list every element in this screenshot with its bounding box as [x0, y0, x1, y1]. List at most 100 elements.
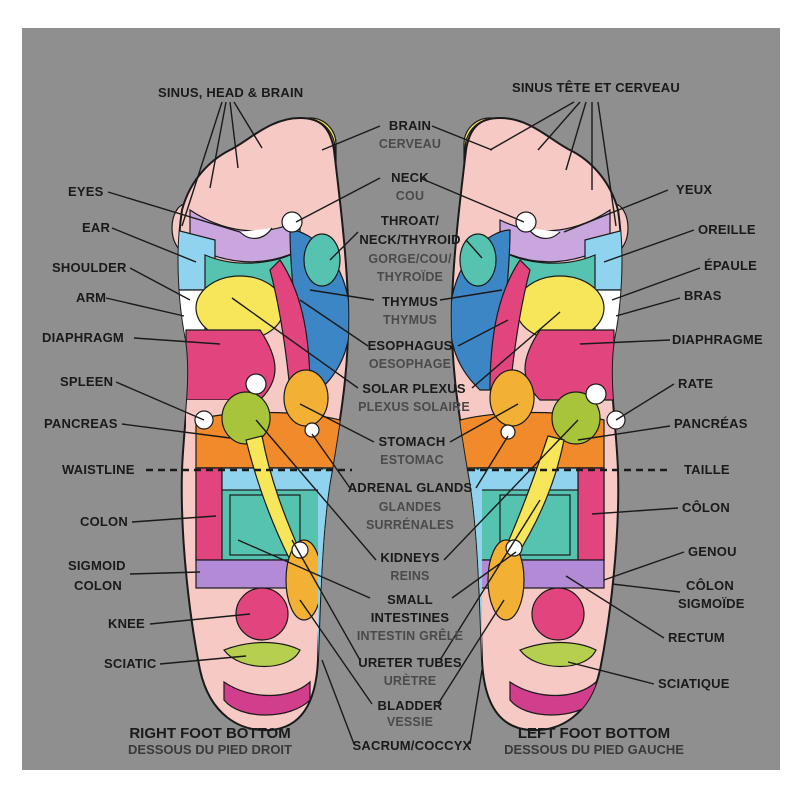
right-knee-zone [235, 587, 289, 641]
label-sinus-head-brain: SINUS, HEAD & BRAIN [158, 85, 303, 100]
label-thymus-fr: THYMUS [383, 313, 437, 327]
leader-stomach-l [449, 403, 519, 443]
leader-sinus-tete [489, 101, 617, 227]
left-foot-zones [451, 208, 622, 716]
leader-diaphragm [133, 337, 221, 345]
label-small: SMALL [387, 592, 433, 607]
label-neck-thyroid: NECK/THYROID [359, 232, 460, 247]
leader-sciatique [567, 661, 655, 685]
label-vessie: VESSIE [387, 715, 433, 729]
leader-ureter-r [291, 539, 361, 661]
right-eye-white [239, 227, 273, 239]
left-throat-zone [459, 233, 497, 287]
label-neck: NECK [391, 170, 429, 185]
left-adrenal-zone [551, 391, 601, 445]
right-colon-ascending [195, 467, 223, 561]
label-arm: ARM [76, 290, 106, 305]
label-uretre: URÈTRE [384, 673, 437, 688]
left-kidney-dot [500, 424, 516, 440]
leader-rectum [565, 575, 665, 639]
labels-right: SINUS TÊTE ET CERVEAU YEUX OREILLE ÉPAUL… [512, 80, 763, 691]
leader-shoulder [129, 267, 191, 301]
label-reins: REINS [390, 569, 429, 583]
leader-brain-l [431, 125, 493, 151]
leader-esophagus-r [299, 299, 369, 347]
left-sciatic-zone [519, 641, 597, 667]
right-neck-dot [281, 211, 303, 233]
leader-solar-plexus-r [231, 297, 359, 389]
label-knee: KNEE [108, 616, 145, 631]
label-pancreas: PANCREAS [44, 416, 118, 431]
label-esophagus: ESOPHAGUS [368, 338, 453, 353]
gray-panel [22, 28, 780, 770]
leader-neck-r [295, 177, 381, 223]
left-bladder-zone [487, 539, 525, 621]
label-intestin-grele: INTESTIN GRÊLE [357, 628, 463, 643]
label-rate: RATE [678, 376, 713, 391]
right-throat-zone [303, 233, 341, 287]
title-left-foot: LEFT FOOT BOTTOM [518, 725, 670, 742]
leader-kidneys-l [443, 419, 579, 561]
label-sigmoid-colon: COLON [74, 578, 122, 593]
leader-adrenal-r [311, 433, 351, 489]
label-plexus-solaire: PLEXUS SOLAIRE [358, 400, 470, 414]
label-sacrum-coccyx: SACRUM/COCCYX [353, 738, 472, 753]
right-foot [171, 116, 350, 732]
leader-bras [615, 297, 681, 317]
label-oreille: OREILLE [698, 222, 756, 237]
leader-spleen [115, 381, 205, 421]
leader-thymus-r [309, 289, 375, 301]
subtitle-left-foot: DESSOUS DU PIED GAUCHE [504, 742, 684, 757]
label-ear: EAR [82, 220, 110, 235]
label-glandes: GLANDES [379, 500, 442, 514]
label-cou: COU [396, 189, 424, 203]
label-colon-sigmoide-2: SIGMOÏDE [678, 596, 745, 611]
right-kidney-dot [304, 422, 320, 438]
label-gorge-cou: GORGE/COU/ [368, 252, 452, 266]
label-shoulder: SHOULDER [52, 260, 127, 275]
leader-sinus-head-brain [181, 101, 263, 227]
left-diaphragm-zone [524, 329, 615, 401]
label-sciatic: SCIATIC [104, 656, 157, 671]
leader-pancreas [121, 423, 231, 439]
leader-rate [615, 383, 675, 421]
label-estomac: ESTOMAC [380, 453, 444, 467]
label-brain: BRAIN [389, 118, 431, 133]
label-colon-sigmoide-1: CÔLON [686, 578, 734, 593]
leader-kidneys-r [255, 419, 377, 561]
left-small-intestine-dot [505, 539, 523, 557]
leader-colon-fr [591, 507, 679, 515]
label-stomach: STOMACH [379, 434, 446, 449]
leader-sacrum-r [321, 659, 355, 745]
right-stomach-zone [283, 369, 329, 427]
label-genou: GENOU [688, 544, 737, 559]
label-diaphragm: DIAPHRAGM [42, 330, 124, 345]
labels-left: SINUS, HEAD & BRAIN EYES EAR SHOULDER AR… [42, 85, 303, 671]
leader-throat-r [329, 231, 359, 261]
leader-stomach-r [299, 403, 375, 443]
right-adrenal-dot [245, 373, 267, 395]
leader-small-intestines-l [451, 551, 517, 599]
label-epaule: ÉPAULE [704, 258, 757, 273]
leader-colon-sigmoide [611, 583, 681, 593]
label-solar-plexus: SOLAR PLEXUS [362, 381, 466, 396]
label-colon: COLON [80, 514, 128, 529]
leader-sigmoid [129, 571, 201, 575]
leader-ear [111, 227, 197, 263]
left-stomach-zone [489, 369, 535, 427]
label-spleen: SPLEEN [60, 374, 113, 389]
label-colon-fr: CÔLON [682, 500, 730, 515]
label-waistline: WAISTLINE [62, 462, 135, 477]
label-throat: THROAT/ [381, 213, 439, 228]
leader-small-intestines-r [237, 539, 371, 599]
right-heel-zone [223, 680, 311, 716]
leader-genou [603, 551, 685, 581]
leader-esophagus-l [457, 319, 509, 347]
leader-bladder-r [299, 599, 373, 705]
left-adrenal-dot [585, 383, 607, 405]
leader-sacrum-l [469, 669, 483, 745]
leader-oreille [603, 229, 695, 263]
leader-throat-l [465, 239, 483, 259]
label-thymus: THYMUS [382, 294, 438, 309]
